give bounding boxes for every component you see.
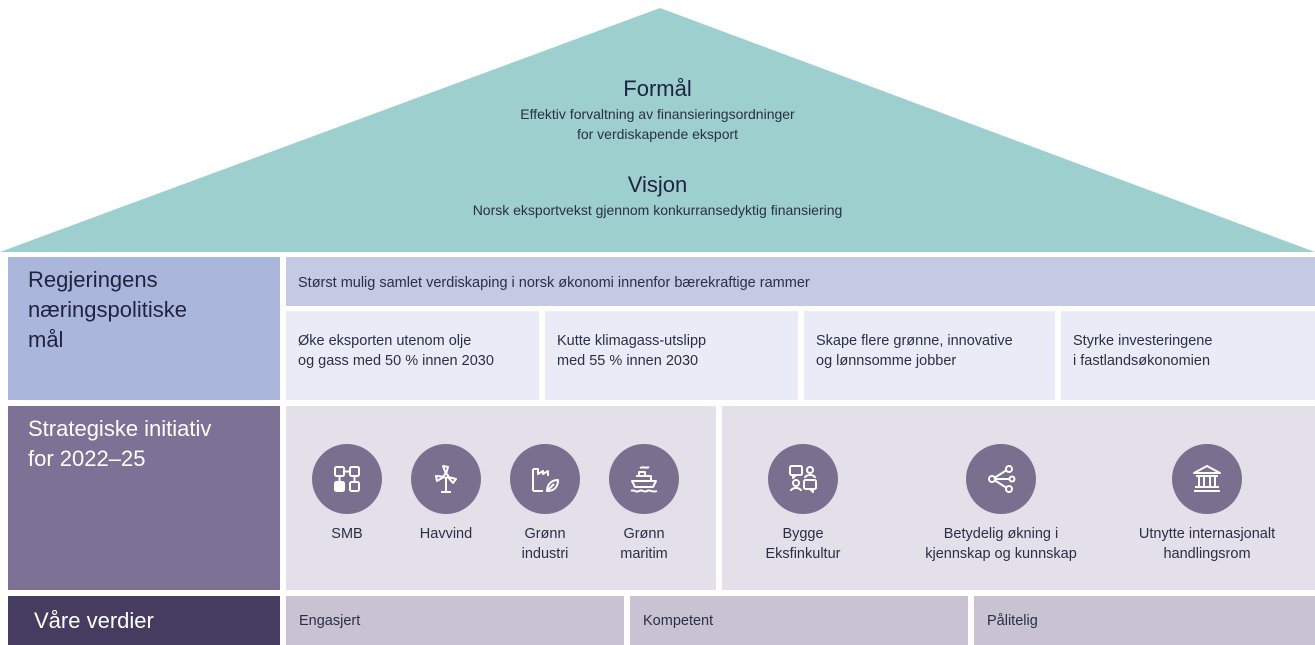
vision-text: Norsk eksportvekst gjennom konkurransedy… <box>472 202 843 218</box>
green-ship-icon <box>609 444 679 514</box>
value-palitelig-cell <box>974 596 1315 645</box>
goals-label-line-1: Regjeringens <box>28 267 158 292</box>
initiative-kjennskap: Betydelig økning i kjennskap og kunnskap <box>901 524 1101 564</box>
people-chat-icon <box>768 444 838 514</box>
value-kompetent-cell <box>630 596 968 645</box>
goal-1-line-2: og gass med 50 % innen 2030 <box>298 353 494 369</box>
goal-3-line-2: og lønnsomme jobber <box>816 353 957 369</box>
value-palitelig: Pålitelig <box>987 613 1038 629</box>
initiative-gronn-industri-line-1: Grønn <box>524 526 566 542</box>
value-kompetent: Kompetent <box>643 613 714 629</box>
initiative-handlingsrom-line-1: Utnytte internasjonalt <box>1138 526 1276 542</box>
initiative-smb: SMB <box>300 524 394 544</box>
initiative-eksfinkultur-line-2: Eksfinkultur <box>765 546 841 562</box>
initiative-gronn-maritim-line-1: Grønn <box>623 526 665 542</box>
green-factory-icon <box>510 444 580 514</box>
goal-1-line-1: Øke eksporten utenom olje <box>298 333 472 349</box>
goals-label-line-2: næringspolitiske <box>28 297 187 322</box>
initiative-kjennskap-line-2: kjennskap og kunnskap <box>925 546 1077 562</box>
goal-cell-1: Øke eksporten utenom olje og gass med 50… <box>286 311 539 400</box>
initiative-gronn-industri-line-2: industri <box>521 546 569 562</box>
initiative-gronn-maritim-line-2: maritim <box>620 546 668 562</box>
value-engasjert-cell <box>286 596 624 645</box>
initiative-handlingsrom-line-2: handlingsrom <box>1163 546 1251 562</box>
initiative-handlingsrom: Utnytte internasjonalt handlingsrom <box>1117 524 1297 564</box>
initiative-eksfinkultur: Bygge Eksfinkultur <box>733 524 873 564</box>
initiative-havvind-line-1: Havvind <box>419 526 473 542</box>
purpose-title: Formål <box>623 76 692 101</box>
institution-building-icon <box>1172 444 1242 514</box>
goal-2-line-1: Kutte klimagass-utslipp <box>557 333 707 349</box>
goals-label: Regjeringens næringspolitiske mål <box>8 257 280 400</box>
goal-2-line-2: med 55 % innen 2030 <box>557 353 699 369</box>
roof-triangle <box>0 8 1315 252</box>
initiative-eksfinkultur-line-1: Bygge <box>782 526 824 542</box>
goals-label-line-3: mål <box>28 327 64 352</box>
purpose-line-2: for verdiskapende eksport <box>576 126 739 142</box>
value-engasjert: Engasjert <box>299 613 361 629</box>
goal-cell-3: Skape flere grønne, innovative og lønnso… <box>804 311 1055 400</box>
goal-cell-2: Kutte klimagass-utslipp med 55 % innen 2… <box>545 311 798 400</box>
initiatives-label: Strategiske initiativ for 2022–25 <box>8 406 280 590</box>
values-label: Våre verdier <box>8 596 280 645</box>
initiatives-label-line-2: for 2022–25 <box>28 446 146 471</box>
initiative-havvind: Havvind <box>399 524 493 544</box>
wind-turbine-icon <box>411 444 481 514</box>
initiative-kjennskap-line-1: Betydelig økning i <box>943 526 1059 542</box>
purpose-line-1: Effektiv forvaltning av finansieringsord… <box>520 106 795 122</box>
initiative-gronn-industri: Grønn industri <box>498 524 592 564</box>
initiative-gronn-maritim: Grønn maritim <box>597 524 691 564</box>
goal-4-line-2: i fastlandsøkonomien <box>1073 353 1211 369</box>
goal-cell-4: Styrke investeringene i fastlandsøkonomi… <box>1061 311 1315 400</box>
goal-3-line-1: Skape flere grønne, innovative <box>816 333 1013 349</box>
initiatives-label-line-1: Strategiske initiativ <box>28 416 212 441</box>
goal-4-line-1: Styrke investeringene <box>1073 333 1213 349</box>
initiative-smb-line-1: SMB <box>331 526 363 542</box>
share-network-icon <box>966 444 1036 514</box>
smb-blocks-icon <box>312 444 382 514</box>
goals-overall: Størst mulig samlet verdiskaping i norsk… <box>286 257 1315 306</box>
vision-title: Visjon <box>627 172 688 197</box>
